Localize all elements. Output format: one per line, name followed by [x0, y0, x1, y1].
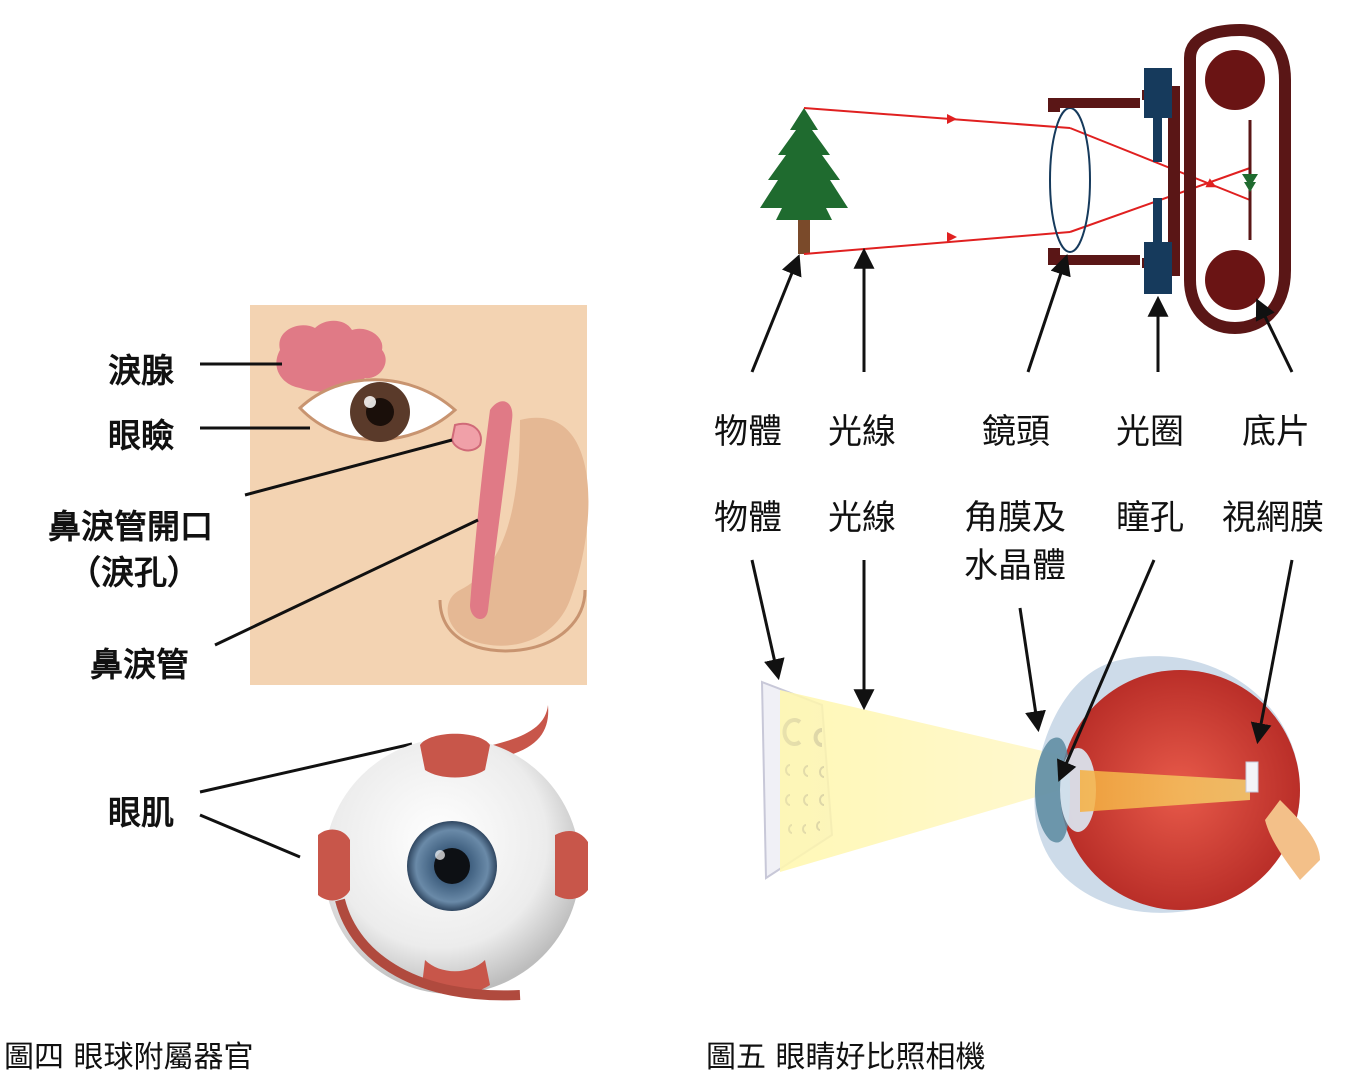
- lacrimal-gland-shape: [276, 320, 386, 392]
- camera-arrows: [750, 247, 1294, 373]
- fig4-leader-lines: [199, 362, 479, 859]
- tree-object: [760, 108, 848, 220]
- eye-panel: [760, 656, 1320, 913]
- camera-lens: [1049, 107, 1091, 253]
- camera-panel: [760, 23, 1291, 335]
- eyeball-muscle-panel: [318, 705, 588, 1001]
- camera-label-aperture: 光圈: [1116, 412, 1184, 452]
- eye-label-object: 物體: [714, 498, 782, 538]
- camera-label-film: 底片: [1242, 412, 1310, 452]
- eye-label-cornea-2: 水晶體: [964, 546, 1066, 586]
- label-eyelid: 眼瞼: [108, 416, 174, 455]
- label-lacrimal-gland: 淚腺: [108, 351, 174, 390]
- label-punctum: （淚孔）: [68, 553, 200, 592]
- muscle-left: [318, 829, 350, 901]
- eye-label-retina: 視網膜: [1222, 498, 1324, 538]
- camera-film-housing: [1184, 23, 1291, 335]
- camera-aperture-top: [1144, 68, 1172, 118]
- eye-label-pupil: 瞳孔: [1116, 498, 1184, 538]
- camera-label-lens: 鏡頭: [982, 412, 1050, 452]
- eye-arrows: [750, 559, 1294, 782]
- eye-label-cornea-1: 角膜及: [964, 498, 1066, 538]
- nasolacrimal-duct-shape: [470, 401, 513, 620]
- camera-label-light: 光線: [828, 412, 896, 452]
- eye-label-light: 光線: [828, 498, 896, 538]
- camera-label-object: 物體: [714, 412, 782, 452]
- label-nasolacrimal-duct: 鼻淚管: [90, 645, 189, 684]
- figure4-caption: 圖四 眼球附屬器官: [4, 1040, 254, 1075]
- camera-aperture-bottom: [1144, 242, 1172, 294]
- muscle-top: [420, 733, 490, 778]
- label-eye-muscle: 眼肌: [108, 793, 174, 832]
- muscle-right: [555, 830, 588, 900]
- label-duct-opening: 鼻淚管開口: [48, 507, 213, 546]
- face-panel: [250, 305, 589, 685]
- figure5-caption: 圖五 眼睛好比照相機: [706, 1040, 986, 1075]
